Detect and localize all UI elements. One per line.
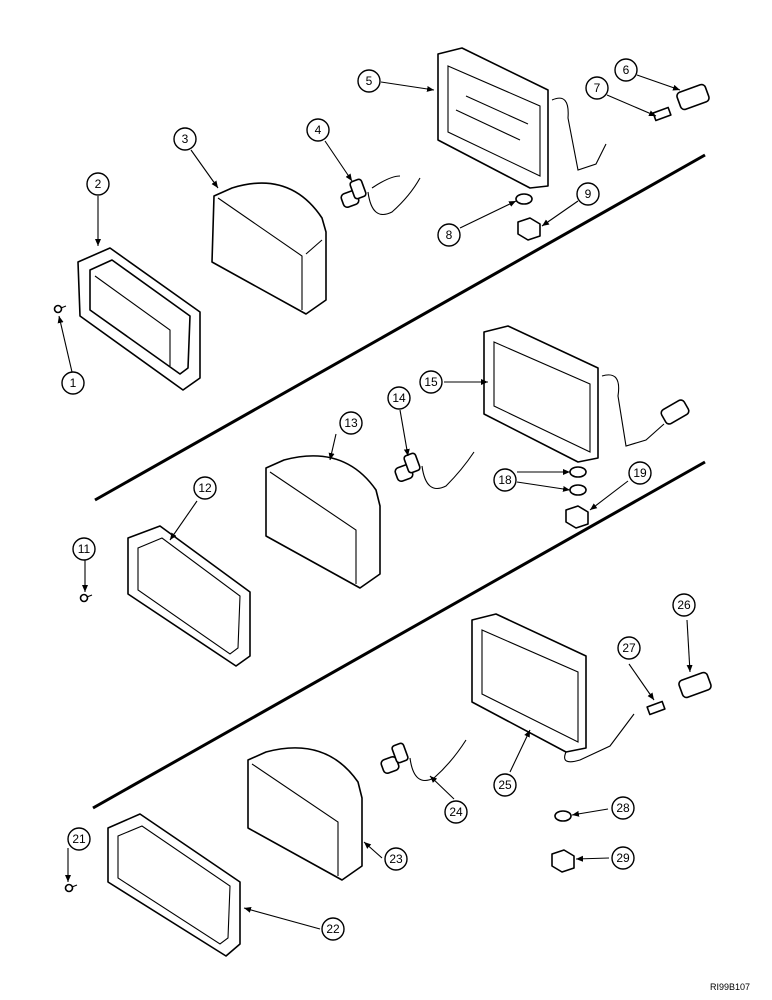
lamp-lens-middle bbox=[265, 455, 381, 589]
callout-9: 9 bbox=[576, 182, 600, 206]
connector-top bbox=[652, 83, 710, 122]
svg-text:29: 29 bbox=[616, 851, 630, 865]
callout-12: 12 bbox=[193, 476, 217, 500]
svg-text:27: 27 bbox=[622, 641, 636, 655]
callout-2: 2 bbox=[86, 172, 110, 196]
callout-21: 21 bbox=[67, 827, 91, 851]
svg-text:28: 28 bbox=[616, 801, 630, 815]
callout-4: 4 bbox=[306, 118, 330, 142]
bezel-top bbox=[77, 247, 201, 391]
callout-7: 7 bbox=[585, 76, 609, 100]
callout-11: 11 bbox=[72, 537, 96, 561]
svg-text:13: 13 bbox=[344, 416, 358, 430]
callout-5: 5 bbox=[357, 69, 381, 93]
lamp-lens-top bbox=[211, 182, 327, 315]
nut-top bbox=[517, 217, 541, 241]
bulb-socket-middle bbox=[394, 451, 475, 490]
callout-24: 24 bbox=[444, 800, 468, 824]
svg-text:12: 12 bbox=[198, 481, 212, 495]
svg-text:26: 26 bbox=[677, 598, 691, 612]
callout-14: 14 bbox=[387, 386, 411, 410]
svg-text:11: 11 bbox=[78, 542, 91, 556]
callout-18: 18 bbox=[493, 468, 517, 492]
bulb-socket-bottom bbox=[380, 739, 467, 782]
svg-text:9: 9 bbox=[585, 187, 592, 201]
callout-6: 6 bbox=[614, 58, 638, 82]
screw-middle bbox=[79, 593, 93, 603]
connector-bottom bbox=[646, 671, 712, 716]
callout-26: 26 bbox=[672, 593, 696, 617]
section-divider-top bbox=[94, 153, 706, 502]
svg-text:5: 5 bbox=[366, 74, 373, 88]
svg-text:2: 2 bbox=[95, 177, 102, 191]
svg-text:14: 14 bbox=[392, 391, 406, 405]
callout-3: 3 bbox=[173, 127, 197, 151]
svg-text:8: 8 bbox=[446, 228, 453, 242]
nut-middle bbox=[565, 505, 589, 529]
svg-text:3: 3 bbox=[182, 132, 189, 146]
housing-top bbox=[437, 47, 607, 189]
callout-8: 8 bbox=[437, 223, 461, 247]
callout-23: 23 bbox=[384, 847, 408, 871]
svg-text:6: 6 bbox=[623, 63, 630, 77]
housing-middle bbox=[483, 325, 690, 463]
callout-27: 27 bbox=[617, 636, 641, 660]
callout-25: 25 bbox=[493, 773, 517, 797]
bezel-middle bbox=[127, 525, 251, 667]
svg-text:18: 18 bbox=[498, 473, 512, 487]
figure-code: RI99B107 bbox=[710, 982, 750, 992]
callout-28: 28 bbox=[611, 796, 635, 820]
lamp-lens-bottom bbox=[247, 747, 363, 881]
callout-19: 19 bbox=[628, 461, 652, 485]
callout-13: 13 bbox=[339, 411, 363, 435]
svg-text:7: 7 bbox=[594, 81, 601, 95]
svg-text:19: 19 bbox=[633, 466, 647, 480]
svg-text:1: 1 bbox=[70, 376, 77, 390]
svg-text:22: 22 bbox=[326, 922, 340, 936]
bezel-bottom bbox=[107, 813, 241, 957]
svg-text:24: 24 bbox=[449, 805, 463, 819]
callout-15: 15 bbox=[419, 370, 443, 394]
svg-text:21: 21 bbox=[72, 832, 86, 846]
washer-bottom bbox=[554, 810, 572, 822]
washer-top bbox=[515, 193, 533, 205]
housing-bottom bbox=[471, 613, 635, 763]
screw-bottom bbox=[64, 883, 78, 893]
svg-text:4: 4 bbox=[315, 123, 322, 137]
callout-1: 1 bbox=[61, 371, 85, 395]
leader-lines bbox=[57, 74, 693, 930]
svg-text:23: 23 bbox=[389, 852, 403, 866]
svg-text:25: 25 bbox=[498, 778, 512, 792]
washer-middle-2 bbox=[569, 484, 587, 496]
screw-top bbox=[53, 304, 67, 314]
nut-bottom bbox=[551, 849, 575, 873]
washer-middle-1 bbox=[569, 466, 587, 478]
svg-text:15: 15 bbox=[424, 375, 438, 389]
section-divider-bottom bbox=[92, 460, 706, 810]
callout-29: 29 bbox=[611, 846, 635, 870]
bulb-socket-top bbox=[340, 175, 421, 216]
callout-22: 22 bbox=[321, 917, 345, 941]
